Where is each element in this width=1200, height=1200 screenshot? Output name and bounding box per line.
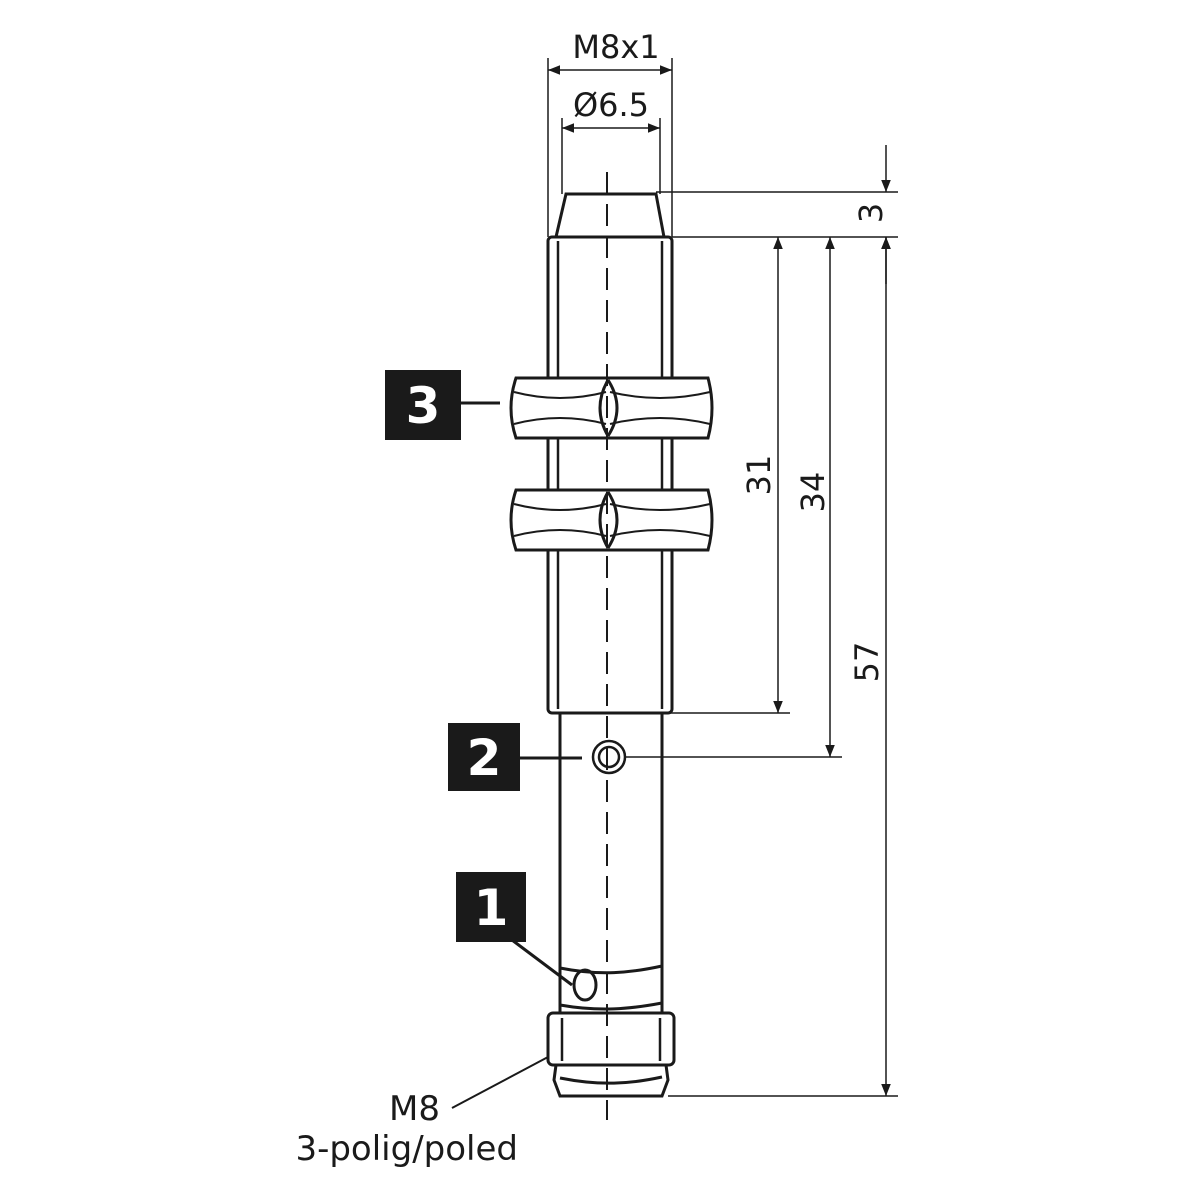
- callout-2: 2: [448, 723, 520, 791]
- connector-label-line1: M8: [389, 1089, 440, 1129]
- connector-label-line2: 3-polig/poled: [295, 1129, 518, 1169]
- connector-end: [552, 1064, 670, 1098]
- callout-3: 3: [385, 370, 461, 440]
- mounting-nut-upper: [509, 376, 714, 440]
- dimension-lines: [451, 58, 898, 1109]
- thread-size-label: M8x1: [572, 28, 659, 66]
- led-indicator: [591, 739, 627, 775]
- sensor-body: [546, 192, 676, 1098]
- led-distance-label: 34: [794, 472, 832, 513]
- m8-connector: [546, 1011, 676, 1067]
- status-led: [572, 968, 598, 1002]
- thread-length-label: 31: [740, 455, 778, 496]
- diameter-label: Ø6.5: [573, 86, 649, 124]
- callout-3-number: 3: [406, 377, 441, 435]
- callout-1: 1: [456, 872, 526, 942]
- callout-1-number: 1: [474, 879, 509, 937]
- total-length-label: 57: [848, 642, 886, 683]
- callout-2-number: 2: [467, 729, 502, 787]
- smooth-housing: [558, 713, 664, 1013]
- threaded-section: [546, 235, 674, 715]
- mounting-nut-lower: [509, 488, 714, 552]
- sensor-tip: [554, 192, 666, 238]
- tip-length-label: 3: [852, 203, 890, 223]
